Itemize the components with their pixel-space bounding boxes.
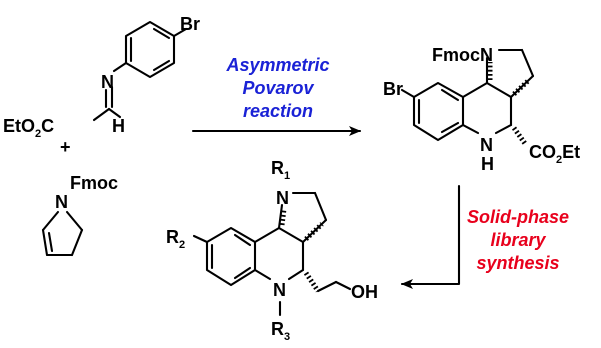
product-ester-label: CO2Et (529, 142, 580, 166)
library-scaffold: R1 N R2 N R3 OH (166, 158, 378, 343)
library-r1-label: R1 (271, 158, 290, 182)
library-n-bottom-label: N (273, 280, 286, 300)
library-n-top-label: N (276, 188, 289, 208)
imine-br-label: Br (180, 14, 200, 34)
povarov-label-line1: Asymmetric (225, 55, 329, 75)
imine-bonds (92, 20, 188, 122)
solid-phase-label-line1: Solid-phase (467, 207, 569, 227)
pyrroline-n-label: N (55, 192, 68, 212)
pyrroline-bonds (41, 210, 84, 257)
library-bonds (192, 191, 352, 317)
plus-sign: + (60, 137, 71, 157)
solid-phase-label-line2: library (490, 230, 546, 250)
library-r3-label: R3 (271, 319, 290, 343)
library-r2-label: R2 (166, 227, 185, 251)
imine-h-label: H (112, 116, 125, 136)
povarov-product: FmocN Br N H CO2Et (383, 45, 580, 174)
library-oh-label: OH (351, 282, 378, 302)
povarov-label-line3: reaction (243, 101, 313, 121)
pyrroline-fmoc-label: Fmoc (70, 173, 118, 193)
reaction-arrow-solid-phase (400, 184, 461, 289)
solid-phase-step: Solid-phase library synthesis (400, 184, 569, 289)
product-nh-h-label: H (481, 154, 494, 174)
pyrroline-reactant: Fmoc N (41, 173, 118, 257)
product-br-label: Br (383, 79, 403, 99)
product-bonds (400, 48, 535, 147)
povarov-step: Asymmetric Povarov reaction (191, 55, 362, 136)
imine-reactant: Br N H EtO2C (3, 14, 200, 140)
imine-n-label: N (101, 72, 114, 92)
solid-phase-label-line3: synthesis (476, 253, 559, 273)
product-fmocn-label: FmocN (432, 45, 493, 65)
product-nh-n-label: N (480, 135, 493, 155)
povarov-label-line2: Povarov (242, 78, 314, 98)
imine-ester-label: EtO2C (3, 116, 54, 140)
